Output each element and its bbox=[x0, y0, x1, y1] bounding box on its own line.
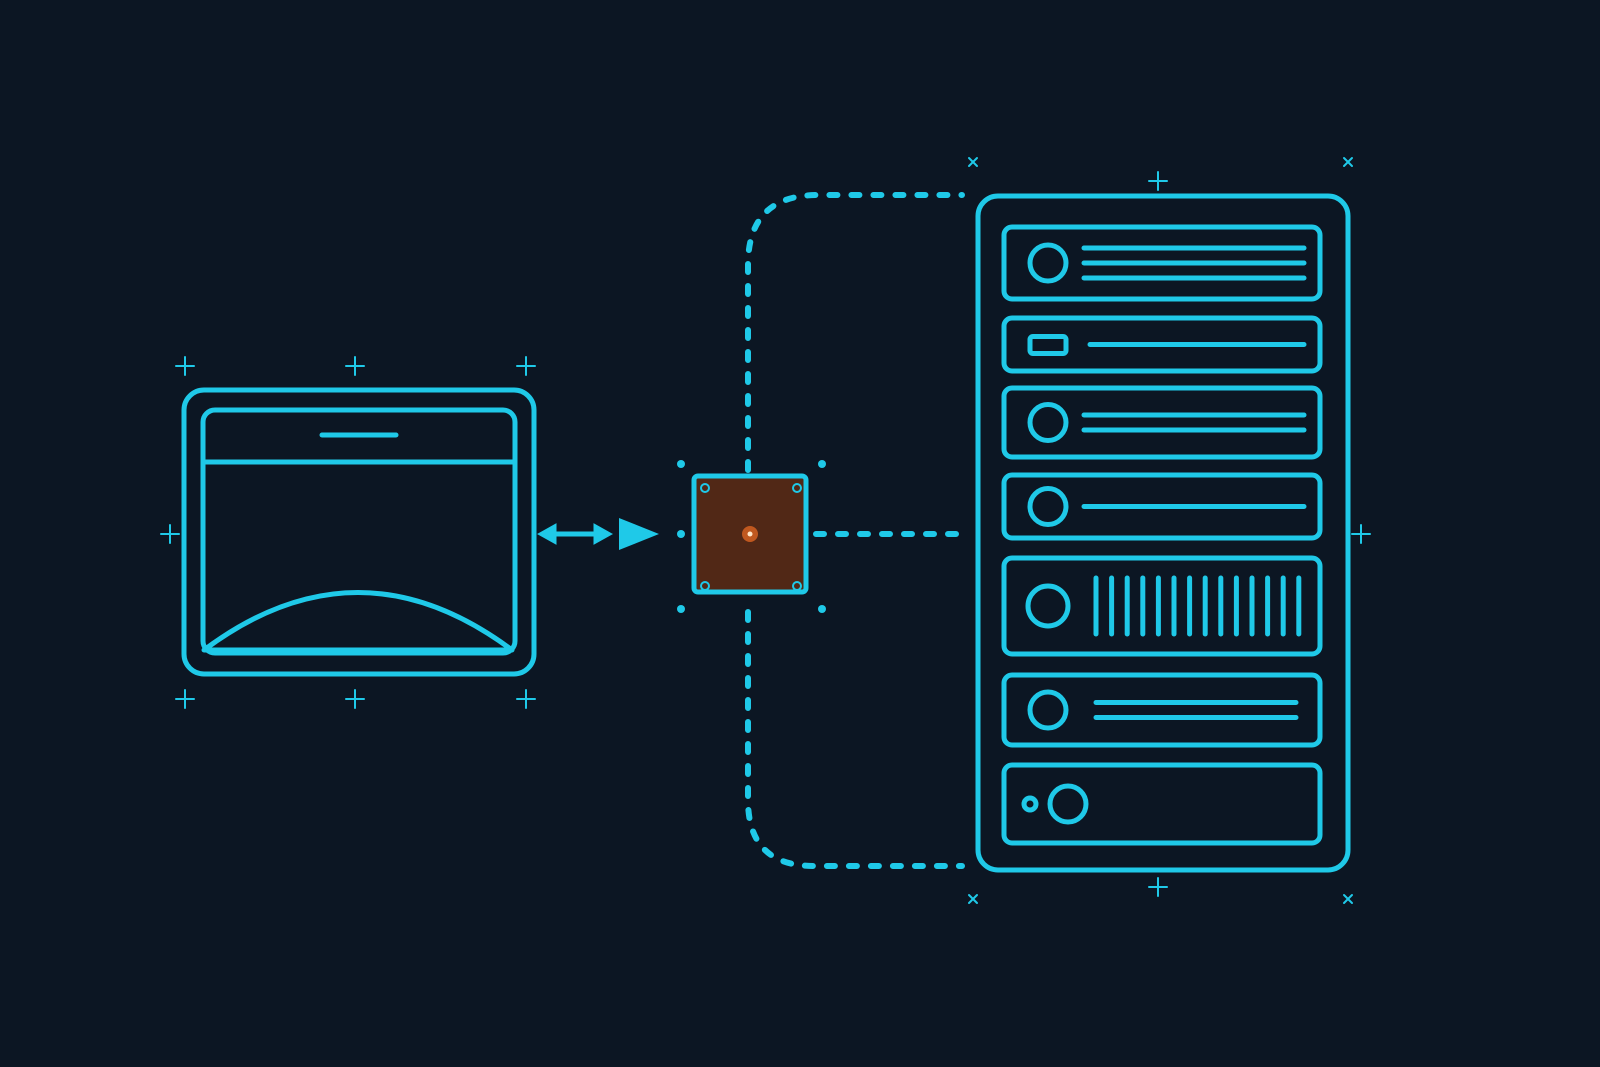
x-marker-icon bbox=[968, 157, 978, 167]
server-rack-icon bbox=[975, 193, 1351, 873]
plus-marker-icon bbox=[345, 356, 365, 376]
server-row-disk bbox=[1027, 486, 1069, 527]
server-row-disk bbox=[1027, 402, 1069, 443]
server-row-frame bbox=[1001, 472, 1323, 541]
server-row-disk bbox=[1025, 583, 1071, 629]
browser-window-icon bbox=[181, 387, 537, 677]
server-row-frame bbox=[1001, 385, 1323, 460]
chip-screw bbox=[700, 483, 710, 493]
chip-handle-dot bbox=[818, 605, 826, 613]
x-marker-icon bbox=[1343, 894, 1353, 904]
server-row-disk bbox=[1027, 689, 1069, 731]
x-marker-stroke bbox=[968, 157, 978, 167]
x-marker-stroke bbox=[1343, 894, 1353, 904]
chip-core-highlight bbox=[747, 531, 753, 537]
browser-inner-frame bbox=[200, 407, 518, 656]
server-row-disk bbox=[1027, 242, 1069, 284]
arrow-head-left bbox=[536, 523, 557, 545]
chip-handle-dots bbox=[677, 460, 826, 613]
plus-marker-icon bbox=[160, 524, 180, 544]
chip-screw bbox=[792, 581, 802, 591]
dashed-connectors bbox=[745, 192, 965, 869]
plus-marker-icon bbox=[516, 356, 536, 376]
server-row-frame bbox=[1001, 762, 1323, 846]
x-marker-icon bbox=[1343, 157, 1353, 167]
server-outer-frame bbox=[975, 193, 1351, 873]
chip-corner-screws bbox=[700, 483, 802, 591]
chip-handle-dot bbox=[677, 530, 685, 538]
connector-top bbox=[745, 192, 965, 473]
double-arrow-icon bbox=[536, 523, 614, 545]
chip-handle-dot bbox=[677, 460, 685, 468]
triangle-arrow-icon bbox=[619, 518, 659, 550]
server-row-7 bbox=[1001, 762, 1323, 846]
chip-handle-dot bbox=[818, 460, 826, 468]
server-row-5 bbox=[1001, 555, 1323, 657]
connector-bottom bbox=[745, 609, 965, 869]
plus-marker-icon bbox=[1351, 524, 1371, 544]
plus-marker-icon bbox=[345, 689, 365, 709]
chip-screw bbox=[700, 581, 710, 591]
server-row-port bbox=[1027, 334, 1069, 356]
browser-arc bbox=[201, 590, 515, 653]
chip-handle-dot bbox=[677, 605, 685, 613]
server-row-frame bbox=[1001, 555, 1323, 657]
chip-screw bbox=[792, 483, 802, 493]
server-row-4 bbox=[1001, 472, 1323, 541]
server-row-6 bbox=[1001, 672, 1323, 748]
arrow-head-right bbox=[593, 523, 614, 545]
browser-outer-frame bbox=[181, 387, 537, 677]
chip-icon bbox=[677, 460, 826, 613]
server-row-frame bbox=[1001, 315, 1323, 374]
server-row-disk bbox=[1047, 783, 1089, 825]
server-row-2 bbox=[1001, 315, 1323, 374]
plus-marker-icon bbox=[175, 356, 195, 376]
plus-marker-icon bbox=[1148, 171, 1168, 191]
x-marker-stroke bbox=[1343, 157, 1353, 167]
plus-marker-icon bbox=[1148, 877, 1168, 897]
plus-markers bbox=[160, 171, 1371, 897]
plus-marker-icon bbox=[516, 689, 536, 709]
server-row-3 bbox=[1001, 385, 1323, 460]
server-row-led bbox=[1021, 795, 1039, 813]
server-row-frame bbox=[1001, 672, 1323, 748]
server-row-frame bbox=[1001, 224, 1323, 302]
server-row-1 bbox=[1001, 224, 1323, 302]
x-marker-icon bbox=[968, 894, 978, 904]
x-markers bbox=[968, 157, 1353, 904]
x-marker-stroke bbox=[968, 894, 978, 904]
plus-marker-icon bbox=[175, 689, 195, 709]
